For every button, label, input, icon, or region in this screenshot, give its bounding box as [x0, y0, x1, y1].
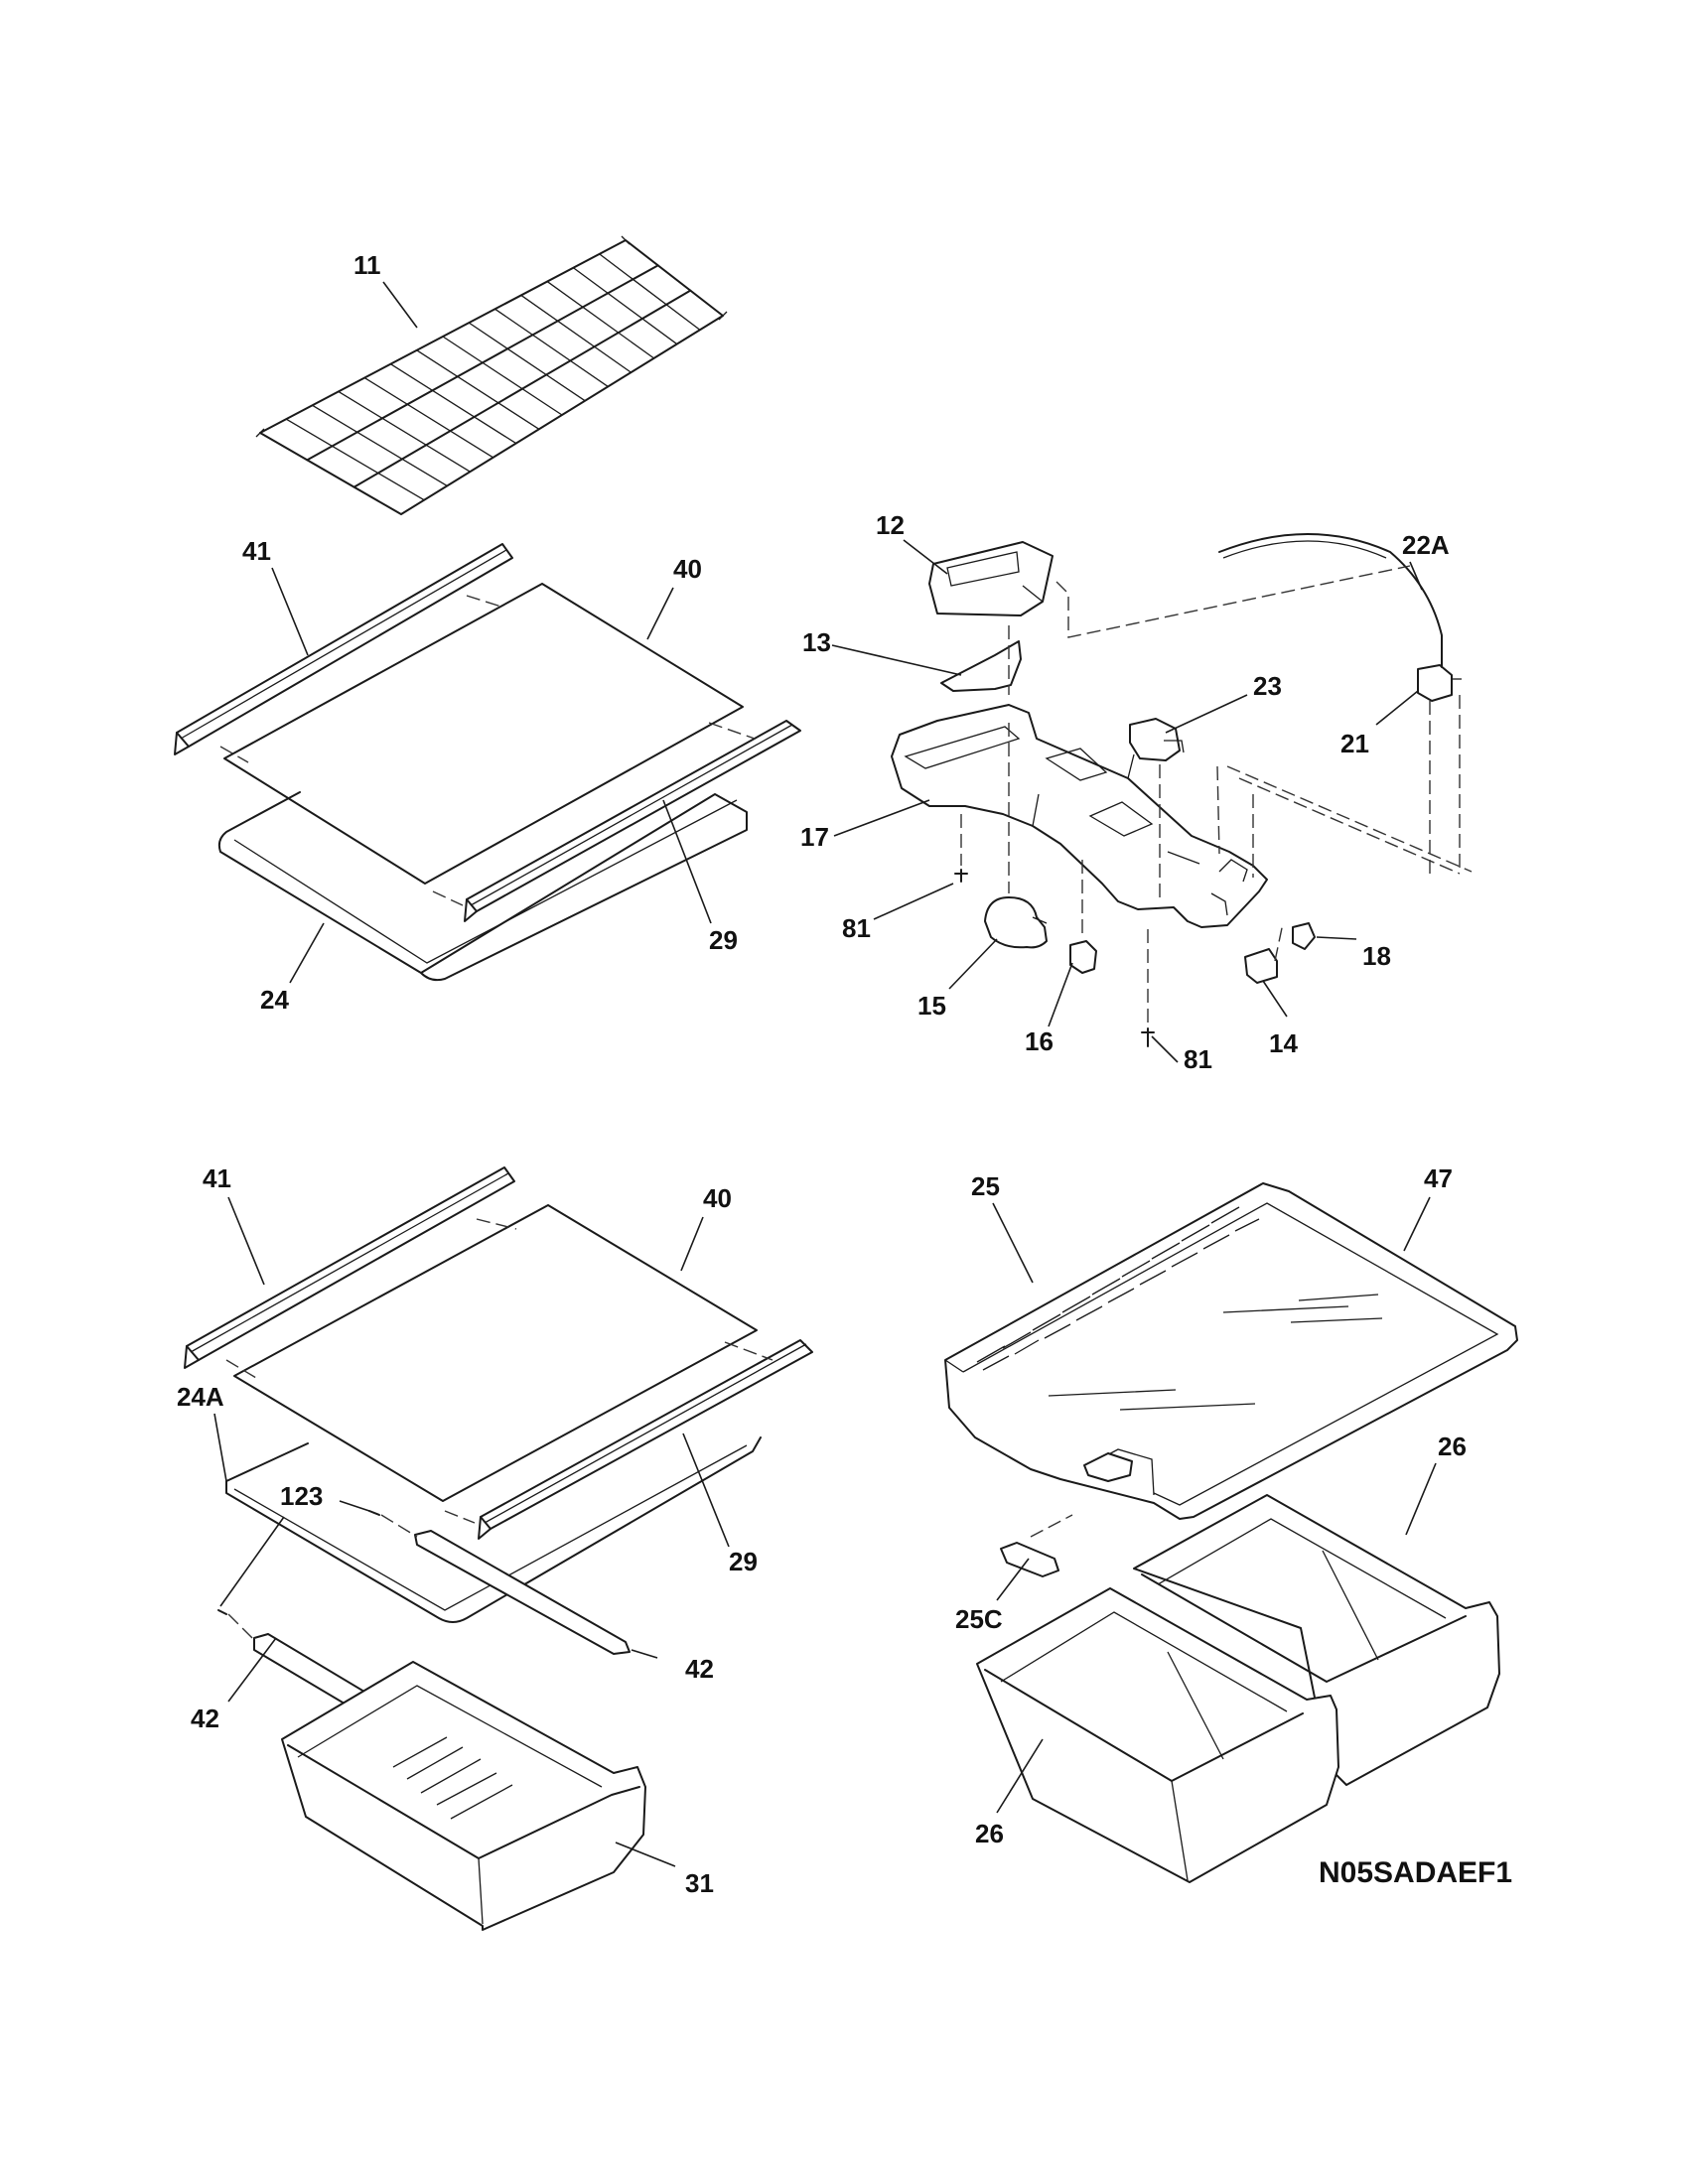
callout-17: 17: [800, 822, 829, 852]
callout-26-front: 26: [975, 1819, 1004, 1848]
screw-123b: [217, 1609, 227, 1615]
callout-12: 12: [876, 510, 905, 540]
crisper-bin-26-front: [976, 1587, 1339, 1883]
callout-16: 16: [1025, 1026, 1054, 1056]
callout-40-bottom: 40: [703, 1183, 732, 1213]
callout-13: 13: [802, 627, 831, 657]
wire-shelf: [255, 235, 728, 515]
callout-24: 24: [260, 985, 289, 1015]
frame-24: [217, 791, 748, 982]
control-housing-assembly: [891, 533, 1473, 1047]
screw-123a: [368, 1510, 380, 1516]
callout-81-left: 81: [842, 913, 871, 943]
connector-21: [1417, 664, 1453, 702]
callout-41-bottom: 41: [203, 1163, 231, 1193]
screw-81a: [954, 869, 968, 883]
callout-23: 23: [1253, 671, 1282, 701]
callout-14: 14: [1269, 1028, 1298, 1058]
wire-rung: [599, 253, 701, 331]
crisper-cover-25: [944, 1182, 1518, 1520]
callout-81-right: 81: [1184, 1044, 1212, 1074]
crisper-assembly: [944, 1182, 1518, 1883]
callout-123: 123: [280, 1481, 323, 1511]
callout-24a: 24A: [177, 1382, 224, 1412]
cover-support-25c: [1000, 1542, 1059, 1577]
wire-rung: [363, 377, 493, 459]
wire-rung: [468, 322, 586, 402]
wire-rung: [546, 281, 654, 359]
shelf-assembly-bottom: [184, 1166, 813, 1931]
lamp-socket-16: [1069, 940, 1097, 974]
wire-rung: [494, 308, 609, 387]
screw-81b: [1141, 1027, 1155, 1047]
callout-18: 18: [1362, 941, 1391, 971]
wire-rung: [520, 294, 632, 373]
callout-29-top: 29: [709, 925, 738, 955]
wire-rung: [390, 363, 517, 445]
crisper-pan-31: [281, 1661, 646, 1931]
thermostat-knob-18: [1292, 922, 1316, 950]
light-housing-17: [891, 704, 1268, 928]
wire-crossbar: [352, 289, 692, 488]
callout-42-left: 42: [191, 1704, 219, 1733]
callout-25c: 25C: [955, 1604, 1003, 1634]
callout-labels: 11 41 40 29 24 12 13 22A 23 21 17 81 15 …: [177, 250, 1512, 1898]
light-switch-14: [1244, 948, 1278, 984]
shelf-assembly-top: [174, 543, 801, 982]
trim-rear-29: [466, 720, 801, 912]
callout-22a: 22A: [1402, 530, 1450, 560]
wire-rung: [573, 267, 678, 345]
slide-rail-42a: [414, 1530, 631, 1655]
callout-42-right: 42: [685, 1654, 714, 1684]
wiring-harness-22a: [1218, 533, 1443, 668]
callout-41-top: 41: [242, 536, 271, 566]
thermostat-23: [1129, 718, 1181, 761]
damper-13: [940, 640, 1022, 692]
wire-shelf-rungs: [285, 253, 701, 501]
glass-panel-40b: [233, 1204, 758, 1502]
frame-24a: [225, 1436, 762, 1623]
drawing-code: N05SADAEF1: [1319, 1856, 1512, 1889]
leader-lines: [213, 281, 1437, 1867]
callout-47: 47: [1424, 1163, 1453, 1193]
light-bulb-15: [984, 896, 1048, 949]
callout-15: 15: [917, 991, 946, 1021]
callout-21: 21: [1340, 729, 1369, 758]
callout-11: 11: [353, 250, 381, 280]
wire-rung: [338, 390, 471, 473]
wire-rung: [442, 336, 563, 416]
wire-rung: [312, 404, 448, 486]
wire-rung: [416, 349, 540, 430]
wire-rung: [285, 418, 425, 501]
glass-insert-47: [1048, 1294, 1383, 1411]
callout-31: 31: [685, 1868, 714, 1898]
wire-crossbar: [306, 264, 659, 462]
glass-panel-40: [223, 583, 744, 885]
callout-40-top: 40: [673, 554, 702, 584]
control-knob-housing-12: [928, 541, 1054, 616]
callout-29-bottom: 29: [729, 1547, 758, 1576]
callout-26-rear: 26: [1438, 1432, 1467, 1461]
callout-25: 25: [971, 1171, 1000, 1201]
